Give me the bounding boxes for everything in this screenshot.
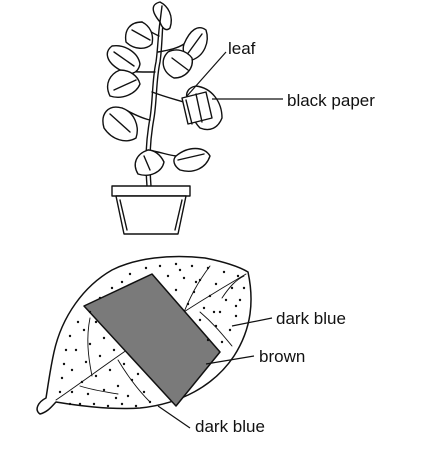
stipple-dot bbox=[76, 320, 80, 324]
stipple-dot bbox=[92, 402, 96, 406]
stipple-dot bbox=[74, 348, 78, 352]
dark-blue-upper-leader-line bbox=[231, 317, 273, 327]
stipple-dot bbox=[186, 302, 190, 306]
stipple-dot bbox=[202, 306, 206, 310]
stipple-dot bbox=[70, 390, 74, 394]
stipple-dot bbox=[88, 342, 92, 346]
test-leaf bbox=[36, 255, 252, 415]
stipple-dot bbox=[70, 368, 74, 372]
stipple-dot bbox=[194, 280, 198, 284]
leaf-label: leaf bbox=[228, 39, 256, 58]
stipple-dot bbox=[68, 334, 72, 338]
plant-leaf bbox=[162, 49, 193, 79]
stipple-dot bbox=[218, 310, 222, 314]
stipple-dot bbox=[116, 384, 120, 388]
stipple-dot bbox=[80, 380, 84, 384]
stipple-dot bbox=[58, 390, 62, 394]
stipple-dot bbox=[234, 304, 238, 308]
stipple-dot bbox=[122, 362, 126, 366]
plant-leaf bbox=[106, 69, 141, 98]
plant-leaf bbox=[134, 149, 165, 176]
stipple-dot bbox=[236, 274, 240, 278]
leaf-leader-line bbox=[186, 51, 227, 97]
flower-pot bbox=[111, 185, 191, 235]
stipple-dot bbox=[144, 266, 148, 270]
stipple-dot bbox=[68, 402, 72, 406]
stipple-dot bbox=[108, 368, 112, 372]
stipple-dot bbox=[206, 266, 210, 270]
stipple-dot bbox=[102, 388, 106, 392]
stipple-dot bbox=[84, 360, 88, 364]
brown-label: brown bbox=[259, 347, 306, 366]
stipple-dot bbox=[126, 394, 130, 398]
stipple-dot bbox=[174, 262, 178, 266]
stipple-dot bbox=[206, 338, 210, 342]
stipple-dot bbox=[64, 348, 68, 352]
stipple-dot bbox=[166, 274, 170, 278]
stipple-dot bbox=[192, 290, 196, 294]
stipple-dot bbox=[212, 310, 216, 314]
plant-leaf bbox=[102, 106, 138, 142]
stipple-dot bbox=[88, 310, 92, 314]
stipple-dot bbox=[234, 314, 238, 318]
stipple-dot bbox=[106, 404, 110, 408]
plant-leaf bbox=[182, 26, 208, 61]
dark-blue-lower-leader-line bbox=[157, 405, 191, 429]
stipple-dot bbox=[78, 402, 82, 406]
stipple-dot bbox=[130, 378, 134, 382]
stipple-dot bbox=[182, 276, 186, 280]
branch bbox=[157, 43, 185, 53]
dark-blue-upper-label: dark blue bbox=[276, 309, 346, 328]
stipple-dot bbox=[82, 328, 86, 332]
covered-leaf bbox=[181, 85, 223, 131]
stipple-dot bbox=[190, 264, 194, 268]
plant-leaf bbox=[173, 147, 211, 172]
stipple-dot bbox=[148, 400, 152, 404]
covered-band-brown bbox=[83, 273, 221, 407]
stipple-dot bbox=[198, 318, 202, 322]
stipple-dot bbox=[120, 402, 124, 406]
stipple-dot bbox=[230, 286, 234, 290]
stipple-dot bbox=[98, 354, 102, 358]
stipple-dot bbox=[208, 294, 212, 298]
stipple-dot bbox=[112, 348, 116, 352]
stipple-dot bbox=[128, 272, 132, 276]
brown-leader-line bbox=[205, 355, 255, 365]
stipple-dot bbox=[242, 286, 246, 290]
stipple-dot bbox=[62, 362, 66, 366]
stipple-dot bbox=[114, 396, 118, 400]
stipple-dot bbox=[174, 288, 178, 292]
plant-leaf bbox=[124, 21, 154, 49]
stipple-dot bbox=[198, 278, 202, 282]
stipple-dot bbox=[86, 392, 90, 396]
potted-plant bbox=[102, 1, 223, 235]
stipple-dot bbox=[94, 374, 98, 378]
plant-leaf bbox=[106, 45, 141, 75]
stipple-dot bbox=[98, 296, 102, 300]
stipple-dot bbox=[228, 328, 232, 332]
stipple-dot bbox=[214, 282, 218, 286]
stipple-dot bbox=[158, 264, 162, 268]
stipple-dot bbox=[142, 390, 146, 394]
stipple-dot bbox=[102, 336, 106, 340]
stipple-dot bbox=[222, 270, 226, 274]
stipple-dot bbox=[120, 280, 124, 284]
stipple-dot bbox=[224, 298, 228, 302]
dark-blue-lower-label: dark blue bbox=[195, 417, 265, 436]
black-paper-label: black paper bbox=[287, 91, 375, 110]
stipple-dot bbox=[134, 404, 138, 408]
stipple-dot bbox=[220, 340, 224, 344]
dark-blue-stipple bbox=[58, 262, 246, 408]
stipple-dot bbox=[94, 320, 98, 324]
stipple-dot bbox=[136, 372, 140, 376]
stipple-dot bbox=[60, 376, 64, 380]
plant-leaf bbox=[152, 1, 172, 31]
stipple-dot bbox=[110, 286, 114, 290]
stipple-dot bbox=[214, 324, 218, 328]
stipple-dot bbox=[178, 268, 182, 272]
stipple-dot bbox=[238, 298, 242, 302]
